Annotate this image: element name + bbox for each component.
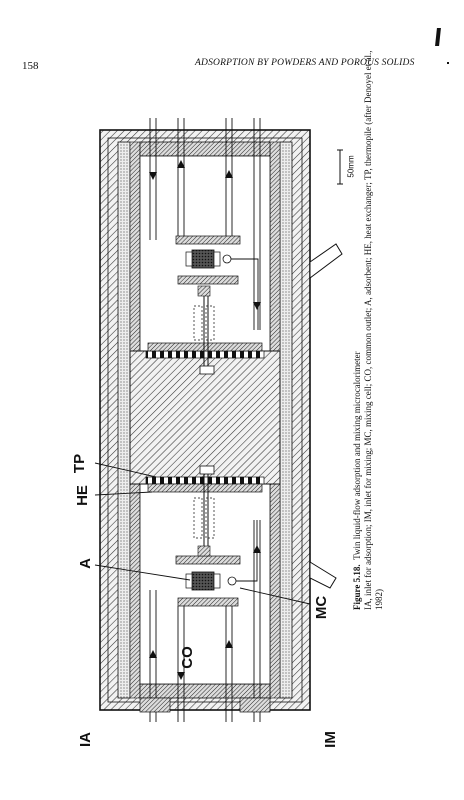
figure-caption: Figure 5.18. Twin liquid-flow adsorption… — [352, 50, 385, 610]
page-number: 158 — [22, 60, 39, 72]
lower-thermopile — [145, 476, 265, 485]
left-liner — [117, 141, 131, 699]
label-mc: MC — [313, 595, 331, 620]
right-liner — [279, 141, 293, 699]
label-he: HE — [73, 485, 91, 506]
support-legs — [309, 243, 343, 589]
leader-lines — [94, 462, 311, 605]
caption-number: Figure 5.18. — [352, 564, 362, 610]
top-end-cap — [139, 141, 271, 157]
label-a: A — [76, 558, 94, 569]
upper-cell-assembly — [175, 235, 241, 375]
label-tp: TP — [71, 453, 89, 474]
label-ia: IA — [77, 732, 94, 747]
caption-title: Twin liquid-flow adsorption and mixing m… — [352, 351, 362, 560]
lower-cell-assembly — [175, 465, 241, 607]
upper-tubes — [149, 118, 261, 330]
label-co: CO — [178, 646, 196, 669]
caption-line-3: 1982) — [374, 589, 384, 610]
inlet-connectors — [139, 697, 271, 713]
caption-line-2: IA, inlet for adsorption; IM, inlet for … — [363, 50, 373, 610]
label-im: IM — [321, 731, 339, 748]
bottom-end-cap — [139, 683, 271, 699]
lower-tubes — [149, 520, 261, 722]
lower-heat-exchanger — [147, 483, 263, 493]
corner-dot — [447, 62, 449, 64]
upper-thermopile — [145, 350, 265, 359]
upper-heat-exchanger — [147, 342, 263, 352]
running-head: ADSORPTION BY POWDERS AND POROUS SOLIDS — [195, 58, 415, 68]
scale-bar — [337, 149, 343, 185]
